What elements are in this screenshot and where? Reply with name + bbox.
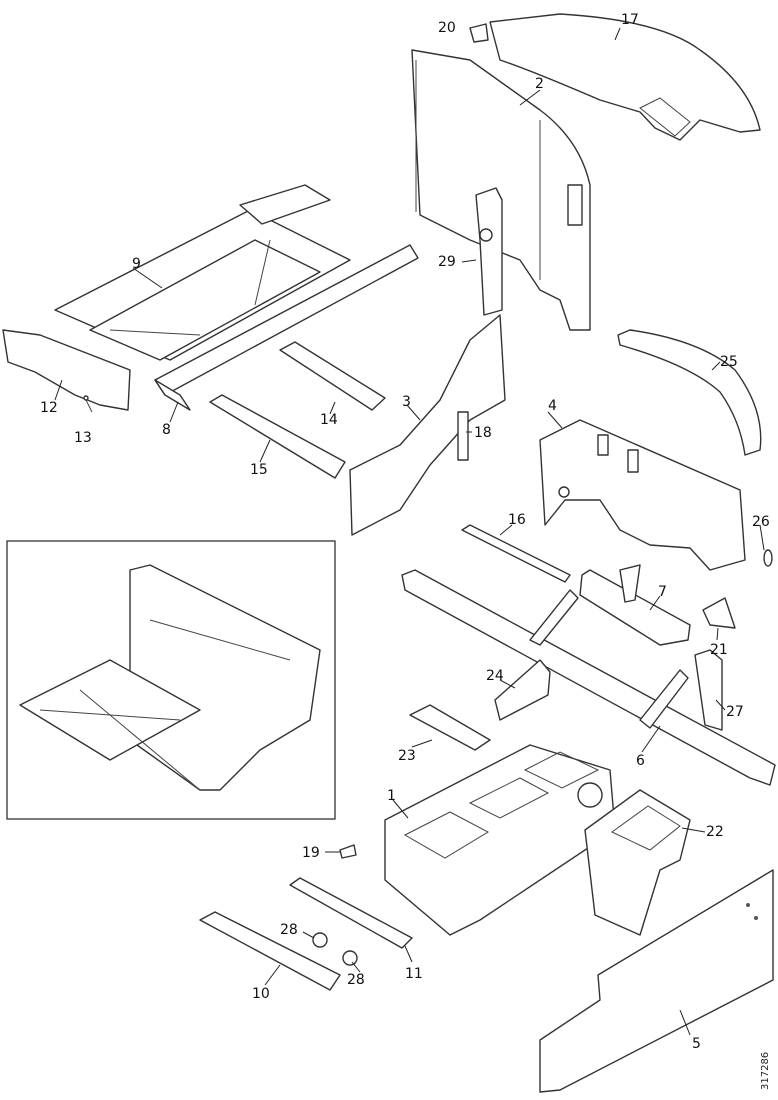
leader-lines [54, 27, 765, 1036]
callout-21: 21 [710, 642, 728, 658]
part-5-side-panel [539, 869, 774, 1093]
part-13-bolt [83, 395, 93, 413]
part-15-cross-member [209, 394, 346, 479]
callout-28-a: 28 [280, 922, 298, 938]
callout-1: 1 [387, 788, 396, 804]
callout-19: 19 [302, 845, 320, 861]
part-16-strut [461, 524, 571, 583]
callout-11: 11 [405, 966, 423, 982]
callout-13: 13 [74, 430, 92, 446]
callout-14: 14 [320, 412, 338, 428]
callout-23: 23 [398, 748, 416, 764]
callout-10: 10 [252, 986, 270, 1002]
part-9-upper-frame [54, 184, 351, 361]
part-19-clip [339, 844, 357, 859]
part-27-bracket [694, 649, 723, 731]
part-2-rear-wall [411, 49, 591, 331]
callout-6: 6 [636, 753, 645, 769]
callout-16: 16 [508, 512, 526, 528]
part-25-curved-cover [617, 329, 762, 456]
callout-2: 2 [535, 76, 544, 92]
part-14-cross-member [279, 341, 386, 411]
part-12-side-bracket [2, 329, 131, 411]
part-11-bar [289, 877, 413, 949]
callout-4: 4 [548, 398, 557, 414]
part-3-side-frame [349, 314, 506, 536]
part-1-main-pedestal [384, 744, 616, 936]
part-28-washer-b [342, 950, 358, 966]
callout-17: 17 [621, 12, 639, 28]
part-24-gusset [494, 659, 551, 721]
part-17-roof-panel [489, 13, 761, 141]
callout-7: 7 [658, 584, 667, 600]
part-26-pin [763, 549, 773, 567]
callout-labels: 1 2 3 4 5 6 7 8 9 10 11 12 13 14 15 16 1… [40, 12, 770, 1052]
part-10-step [199, 911, 341, 991]
part-6-diagonal-beam [401, 569, 776, 786]
callout-24: 24 [486, 668, 504, 684]
part-20-clip [469, 23, 489, 43]
callout-9: 9 [132, 256, 141, 272]
callout-5: 5 [692, 1036, 701, 1052]
callout-8: 8 [162, 422, 171, 438]
part-23-plate [409, 704, 491, 751]
part-29-vertical-bracket [475, 187, 503, 316]
part-7-bracket-assembly [579, 564, 691, 646]
part-28-washer-a [312, 932, 328, 948]
callout-25: 25 [720, 354, 738, 370]
callout-3: 3 [402, 394, 411, 410]
callout-15: 15 [250, 462, 268, 478]
part-8-long-beam [154, 244, 419, 411]
callout-20: 20 [438, 20, 456, 36]
part-21-gusset [702, 597, 736, 629]
callout-22: 22 [706, 824, 724, 840]
callout-29: 29 [438, 254, 456, 270]
callout-28-b: 28 [347, 972, 365, 988]
reference-code: 317286 [760, 1052, 771, 1090]
part-22-battery-box [584, 789, 691, 936]
callout-12: 12 [40, 400, 58, 416]
part-4-front-frame [539, 419, 746, 571]
part-18-bracket [457, 411, 469, 461]
callout-27: 27 [726, 704, 744, 720]
callout-26: 26 [752, 514, 770, 530]
callout-18: 18 [474, 425, 492, 441]
inset-assembled-view [6, 540, 336, 820]
